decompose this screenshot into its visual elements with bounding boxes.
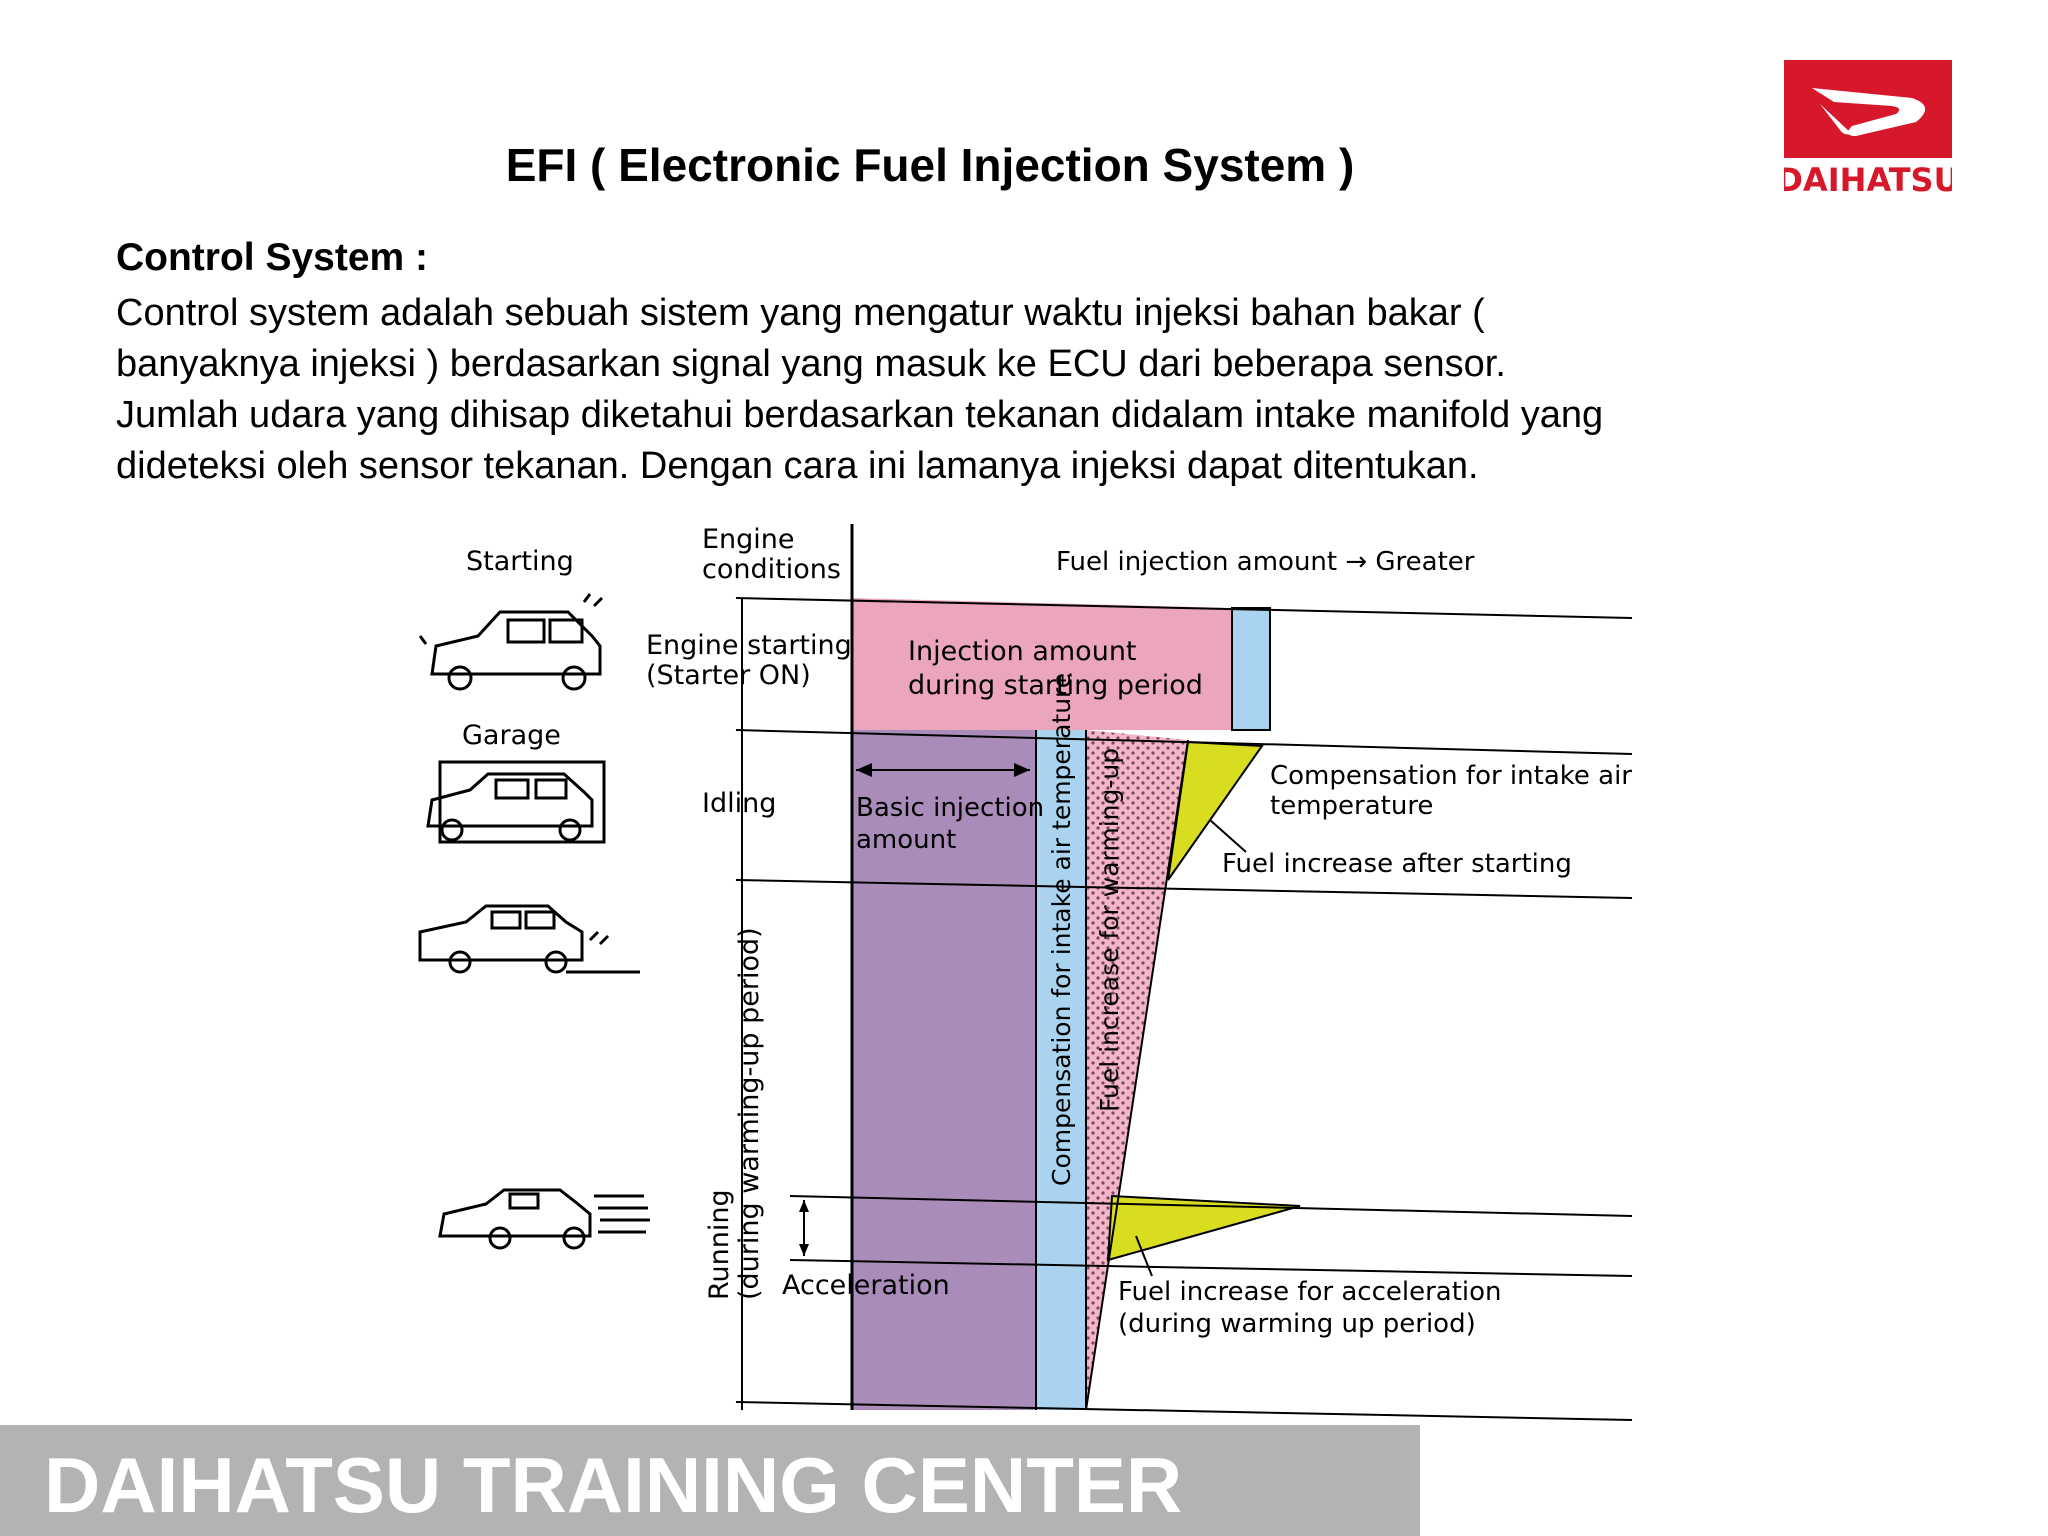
- footer-text: DAIHATSU TRAINING CENTER: [44, 1441, 1183, 1529]
- body-line: dideteksi oleh sensor tekanan. Dengan ca…: [116, 445, 1479, 487]
- footer-bar: [0, 1425, 1420, 1536]
- label-warming-up-period: (during warming-up period): [734, 927, 765, 1300]
- starting-blue-strip: [1231, 607, 1271, 731]
- label-engine-starting: Engine starting: [646, 630, 852, 661]
- acceleration-increase-region: [1106, 1194, 1301, 1262]
- region-label-starting-2: during starting period: [908, 670, 1203, 701]
- body-line: Jumlah udara yang dihisap diketahui berd…: [116, 394, 1604, 436]
- region-label-warmup: Fuel increase for warming-up: [1095, 748, 1124, 1112]
- basic-injection-region: [852, 730, 1036, 1410]
- car-starting-icon: [418, 593, 604, 691]
- header-conditions-line1: Engine: [702, 524, 795, 555]
- header-fuel-amount: Fuel injection amount → Greater: [1056, 547, 1475, 577]
- page-title: EFI ( Electronic Fuel Injection System ): [505, 139, 1355, 191]
- region-label-intake-temp: Compensation for intake air temperature: [1047, 673, 1076, 1186]
- callout-acceleration-2: (during warming up period): [1118, 1309, 1476, 1339]
- header-conditions-line2: conditions: [702, 554, 841, 585]
- callout-acceleration-1: Fuel increase for acceleration: [1118, 1277, 1502, 1307]
- car-running-icon: [438, 1188, 650, 1250]
- daihatsu-emblem-icon: [1812, 88, 1926, 136]
- label-acceleration: Acceleration: [782, 1270, 950, 1301]
- car-idling-icon: [418, 904, 640, 974]
- region-label-basic-1: Basic injection: [856, 793, 1044, 823]
- logo-brand-text: DAIHATSU: [1784, 161, 1952, 199]
- body-line: banyaknya injeksi ) berdasarkan signal y…: [116, 343, 1506, 385]
- car-garage-icon: [426, 760, 606, 844]
- callout-intake-temp-1: Compensation for intake air: [1270, 761, 1632, 791]
- label-running: Running: [704, 1189, 735, 1300]
- region-label-starting-1: Injection amount: [908, 636, 1137, 667]
- logo-text-band: [1784, 158, 1952, 200]
- starting-amount-region: [852, 598, 1232, 730]
- body-line: Control system adalah sebuah sistem yang…: [116, 292, 1485, 334]
- label-idling: Idling: [702, 788, 776, 819]
- label-starter-on: (Starter ON): [646, 660, 811, 691]
- daihatsu-logo: DAIHATSU: [1784, 60, 1952, 200]
- section-body: Control system adalah sebuah sistem yang…: [116, 288, 1876, 492]
- section-heading: Control System :: [116, 236, 429, 279]
- efi-control-diagram: Starting Engine conditions Fuel injectio…: [418, 524, 1632, 1421]
- intake-temp-compensation-region: [1036, 730, 1086, 1410]
- header-starting: Starting: [466, 546, 574, 577]
- callout-after-starting: Fuel increase after starting: [1222, 849, 1572, 879]
- label-garage: Garage: [462, 720, 561, 751]
- region-label-basic-2: amount: [856, 825, 956, 855]
- callout-intake-temp-2: temperature: [1270, 791, 1433, 821]
